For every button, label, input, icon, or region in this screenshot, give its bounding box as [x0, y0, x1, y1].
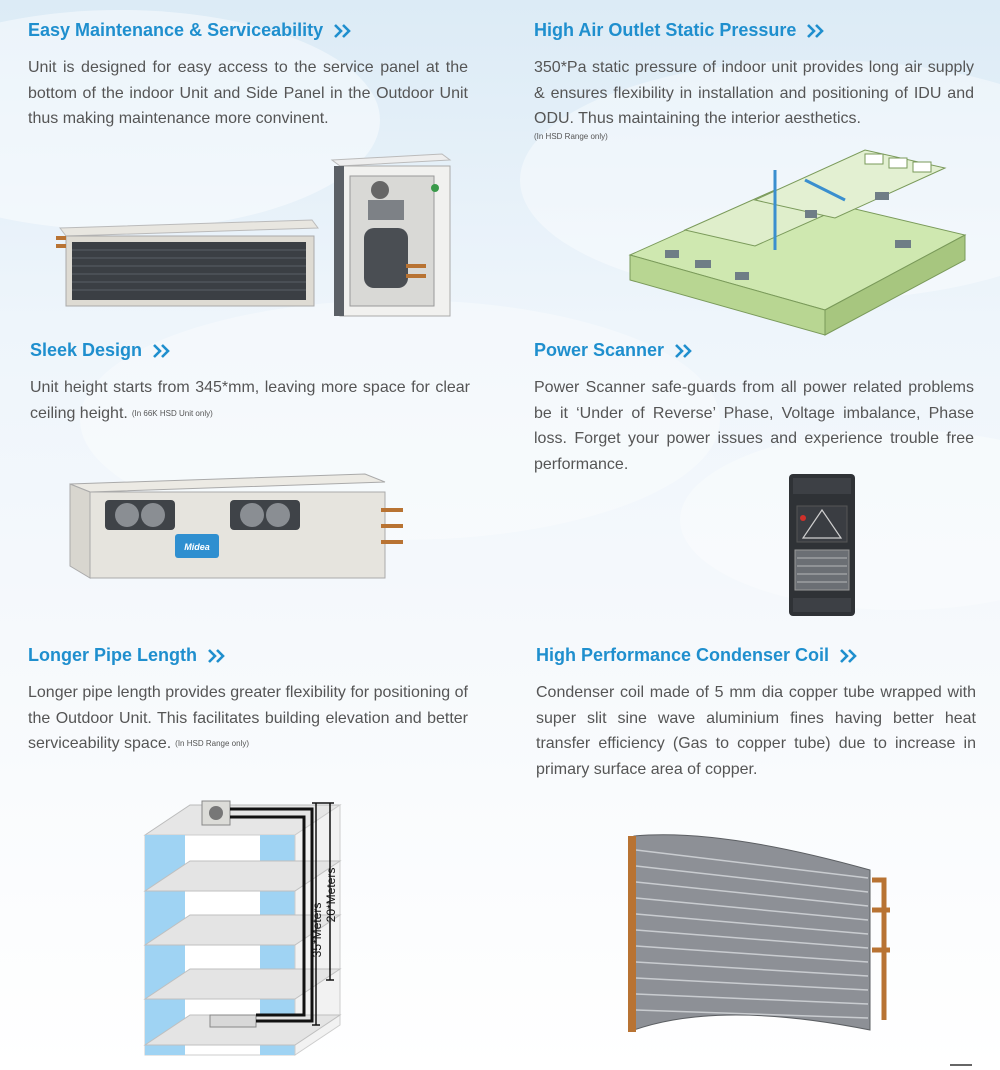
feature-title: Sleek Design — [30, 340, 143, 360]
feature-note: (In HSD Range only) — [534, 131, 608, 141]
feature-title: Longer Pipe Length — [28, 645, 197, 665]
feature-description: Unit is designed for easy access to the … — [28, 59, 468, 127]
feature-heading: Sleek Design — [30, 340, 470, 361]
feature-heading: High Performance Condenser Coil — [536, 645, 976, 666]
page-marker — [950, 1064, 972, 1066]
double-chevron-right-icon — [153, 343, 170, 358]
feature-easy-maintenance: Easy Maintenance & Serviceability Unit i… — [28, 20, 468, 132]
feature-heading: Power Scanner — [534, 340, 974, 361]
double-chevron-right-icon — [807, 23, 825, 38]
double-chevron-right-icon — [840, 648, 857, 663]
feature-static-pressure: High Air Outlet Static Pressure 350*Pa s… — [534, 20, 974, 142]
feature-sleek-design: Sleek Design Unit height starts from 345… — [30, 340, 470, 426]
feature-pipe-length: Longer Pipe Length Longer pipe length pr… — [28, 645, 468, 757]
brand-logo: Midea — [184, 542, 210, 552]
feature-condenser-coil: High Performance Condenser Coil Condense… — [536, 645, 976, 782]
feature-description: Power Scanner safe-guards from all power… — [534, 379, 974, 473]
feature-title: Power Scanner — [534, 340, 665, 360]
ducted-unit-image: Midea — [69, 473, 403, 579]
feature-description: Unit height starts from 345*mm, leaving … — [30, 375, 470, 426]
dimension-label-inner: 20*Meters — [324, 868, 338, 923]
building-cutaway-image — [628, 149, 967, 336]
feature-description-text: Unit height starts from 345*mm, leaving … — [30, 379, 470, 422]
feature-description-text: Longer pipe length provides greater flex… — [28, 684, 468, 752]
feature-note: (In HSD Range only) — [175, 739, 249, 749]
indoor-outdoor-units-image — [56, 153, 452, 317]
feature-heading: Longer Pipe Length — [28, 645, 468, 666]
feature-note: (In 66K HSD Unit only) — [131, 408, 213, 418]
double-chevron-right-icon — [675, 343, 692, 358]
feature-heading: Easy Maintenance & Serviceability — [28, 20, 468, 41]
feature-title: High Air Outlet Static Pressure — [534, 20, 797, 40]
condenser-coil-image — [628, 834, 890, 1032]
feature-description: Longer pipe length provides greater flex… — [28, 680, 468, 757]
dimension-label-outer: 35*Meters — [310, 903, 324, 958]
feature-title: Easy Maintenance & Serviceability — [28, 20, 324, 40]
double-chevron-right-icon — [208, 648, 225, 663]
double-chevron-right-icon — [334, 23, 351, 38]
feature-description: Condenser coil made of 5 mm dia copper t… — [536, 684, 976, 778]
power-scanner-device-image — [789, 474, 855, 616]
feature-title: High Performance Condenser Coil — [536, 645, 830, 665]
feature-description: 350*Pa static pressure of indoor unit pr… — [534, 59, 974, 127]
feature-power-scanner: Power Scanner Power Scanner safe-guards … — [534, 340, 974, 477]
feature-heading: High Air Outlet Static Pressure — [534, 20, 974, 41]
pipe-length-building-diagram: 35*Meters 20*Meters — [143, 800, 342, 1056]
